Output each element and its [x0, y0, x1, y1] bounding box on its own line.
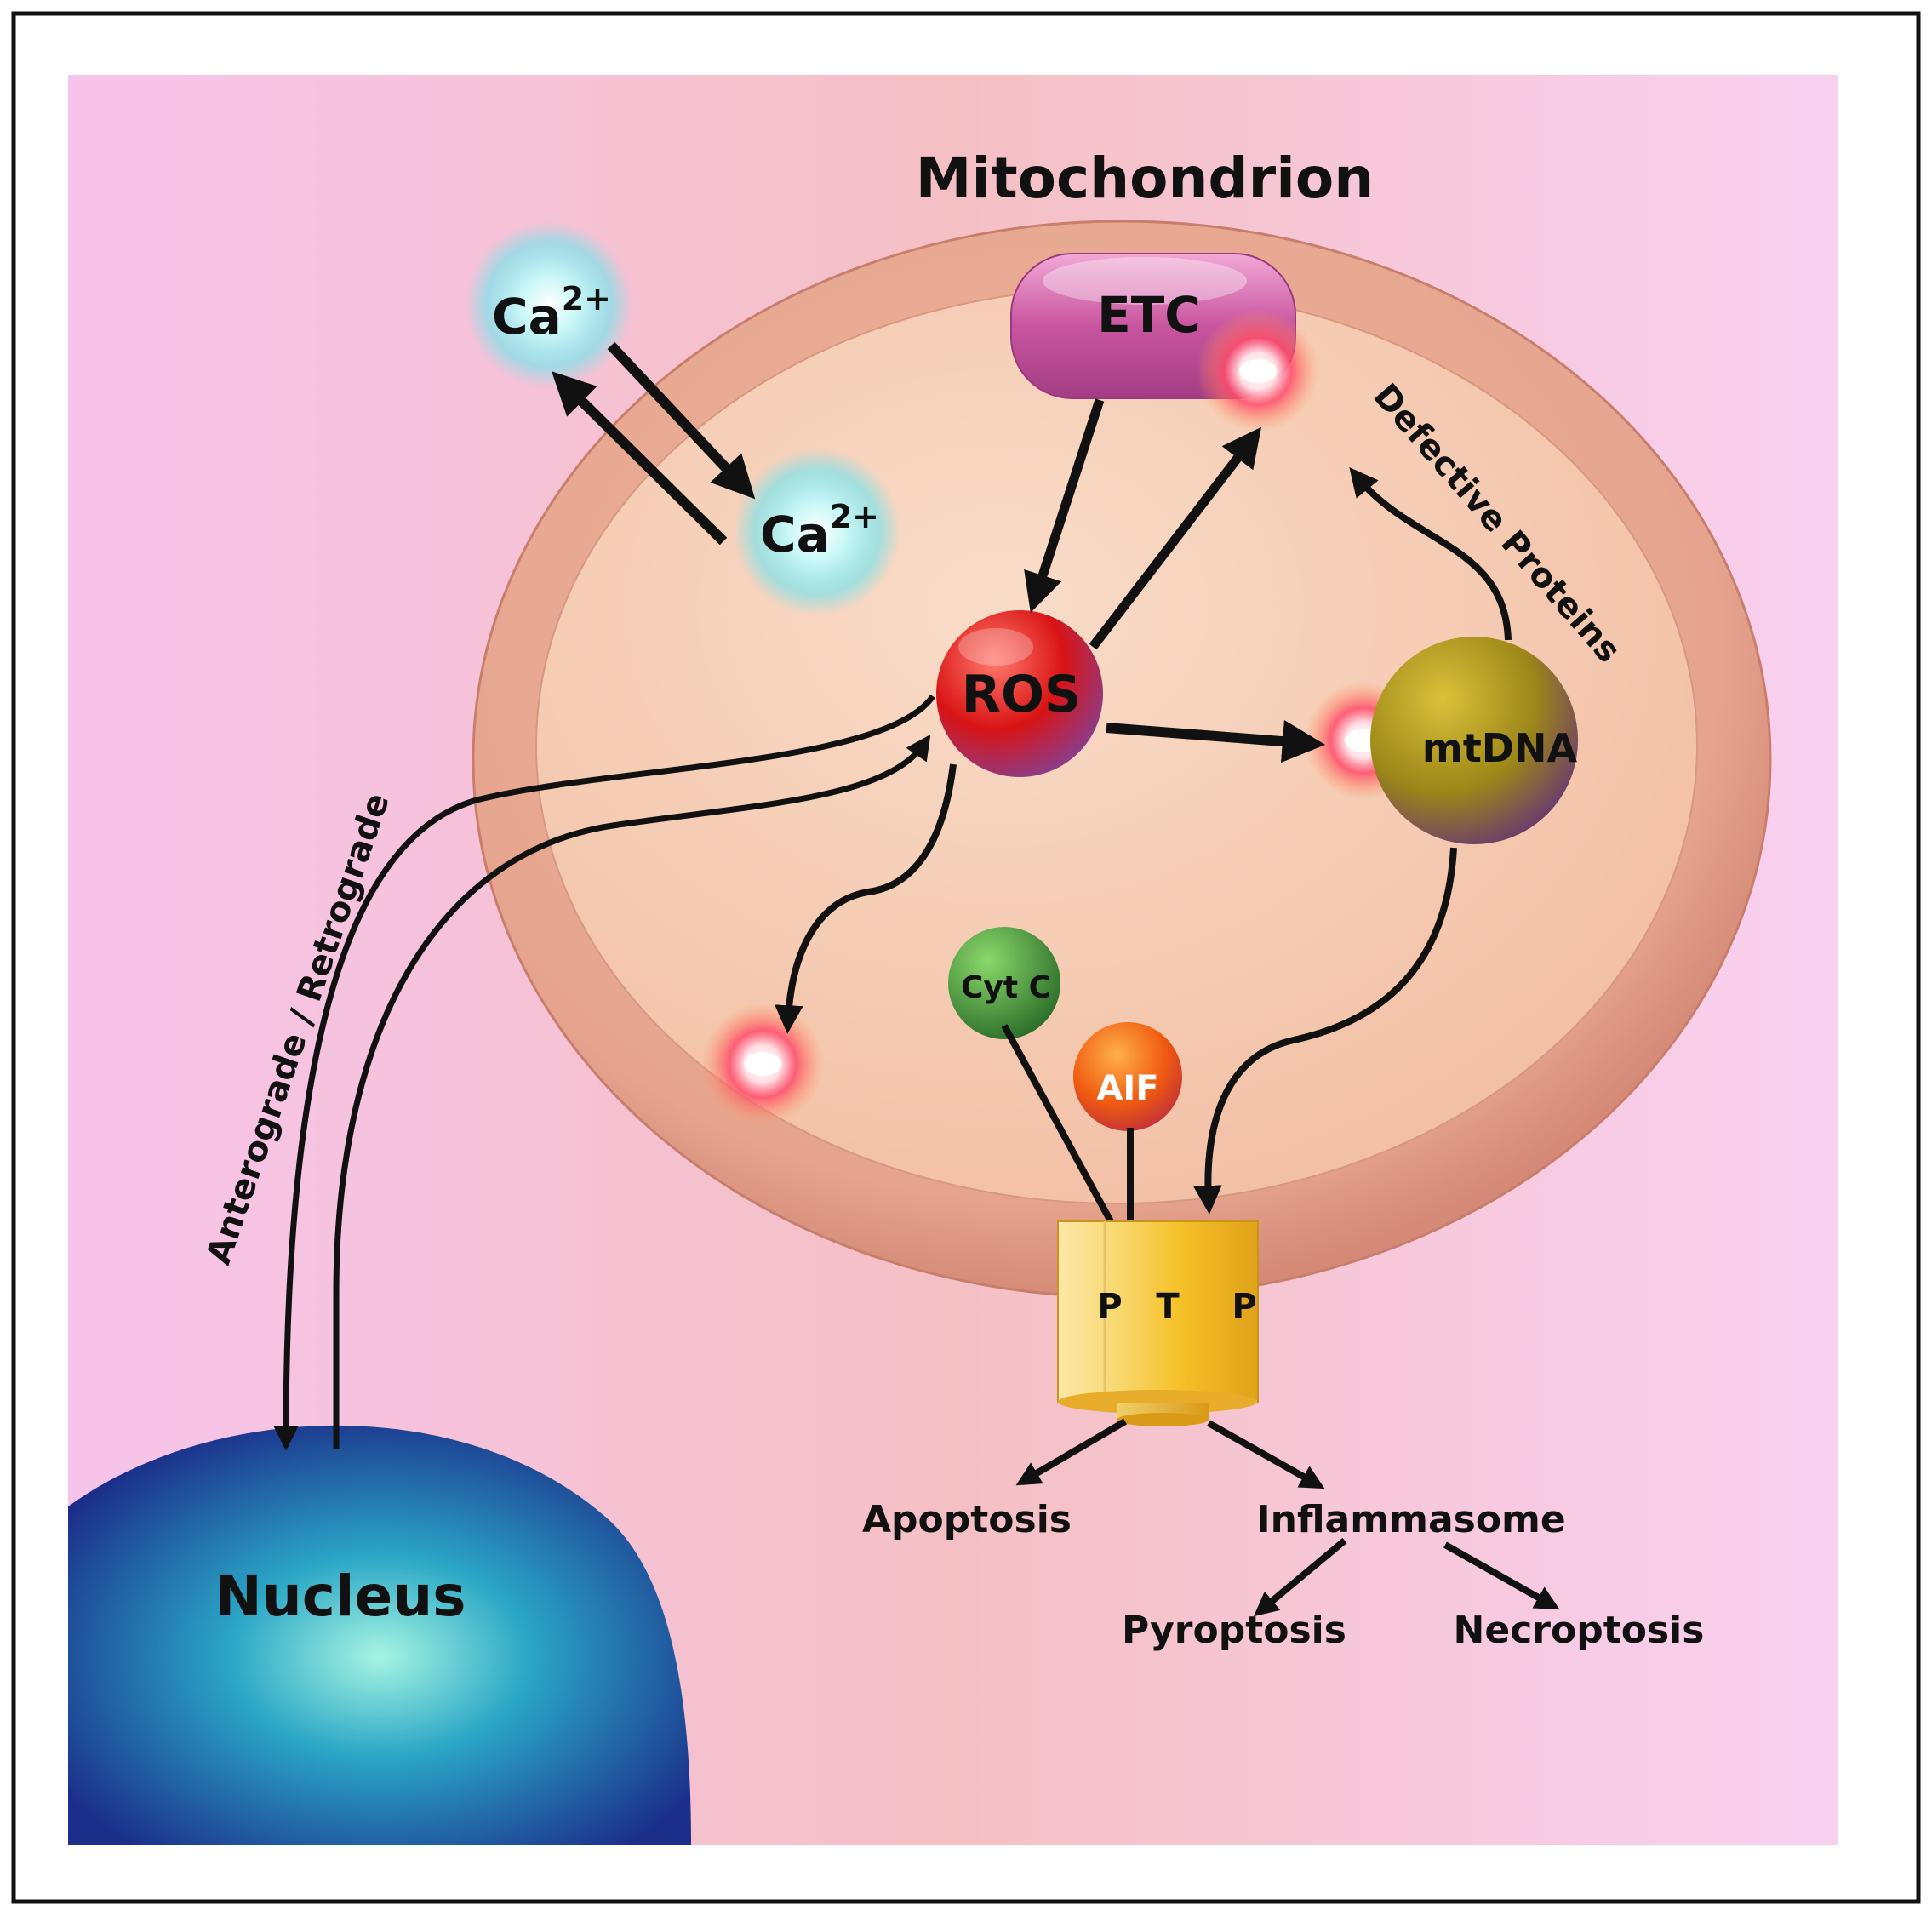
arrow-ca-into-mito — [607, 341, 756, 500]
necroptosis-label: Necroptosis — [1454, 1609, 1705, 1652]
ptp-label-t: T — [1156, 1287, 1180, 1326]
damage-spark-etc — [1197, 310, 1319, 432]
svg-text:Ca2+: Ca2+ — [492, 280, 611, 346]
arrow-inflammasome-to-necroptosis — [1443, 1541, 1560, 1610]
cytochrome-c-sphere: Cyt C — [948, 927, 1060, 1039]
inflammasome-label: Inflammasome — [1256, 1498, 1566, 1541]
aif-sphere: AIF — [1073, 1022, 1182, 1131]
arrow-inflammasome-to-pyroptosis — [1253, 1537, 1347, 1617]
ptp-label-p1: P — [1097, 1287, 1122, 1326]
arrow-ptp-to-inflammasome — [1207, 1420, 1325, 1489]
arrow-etc-to-ros — [1024, 398, 1105, 613]
ros-sphere: ROS — [936, 610, 1103, 777]
calcium-charge: 2+ — [830, 498, 879, 535]
apoptosis-label: Apoptosis — [862, 1498, 1072, 1541]
diagram-title: Mitochondrion — [916, 146, 1374, 211]
calcium-ion-cytosol: Ca2+ — [466, 221, 632, 388]
calcium-charge: 2+ — [562, 280, 611, 317]
nucleus-label: Nucleus — [214, 1563, 466, 1629]
permeability-transition-pore: P T P — [1057, 1220, 1259, 1426]
arrow-ros-to-membrane-damage — [775, 763, 957, 1034]
arrow-ros-to-mtdna — [1106, 719, 1326, 763]
arrow-ros-to-etc-damage — [1089, 426, 1262, 650]
etc-label: ETC — [1097, 286, 1201, 344]
svg-text:Ca2+: Ca2+ — [760, 498, 879, 563]
arrows — [273, 341, 1560, 1617]
arrow-mtdna-defective-proteins — [1349, 467, 1512, 641]
ros-label: ROS — [962, 665, 1081, 724]
calcium-label: Ca — [760, 506, 830, 563]
arrow-mtdna-to-ptp — [1193, 847, 1457, 1215]
cytc-label: Cyt C — [961, 970, 1051, 1005]
arrow-retrograde-signal — [273, 694, 935, 1451]
arrow-ptp-to-apoptosis — [1015, 1418, 1128, 1486]
nucleus: Nucleus — [68, 1425, 691, 1845]
aif-label: AIF — [1096, 1069, 1158, 1108]
cytc-to-ptp-line — [1001, 1024, 1114, 1223]
mtdna-label: mtDNA — [1422, 725, 1578, 771]
calcium-ion-matrix: Ca2+ — [734, 449, 900, 615]
arrow-ca-out-of-mito — [552, 371, 728, 546]
ptp-label-p2: P — [1232, 1287, 1256, 1326]
arrow-anterograde-signal — [333, 734, 931, 1449]
calcium-label: Ca — [492, 288, 562, 346]
mtdna-sphere: mtDNA — [1370, 637, 1578, 844]
damage-spark-membrane — [701, 1003, 824, 1125]
pyroptosis-label: Pyroptosis — [1122, 1609, 1346, 1652]
